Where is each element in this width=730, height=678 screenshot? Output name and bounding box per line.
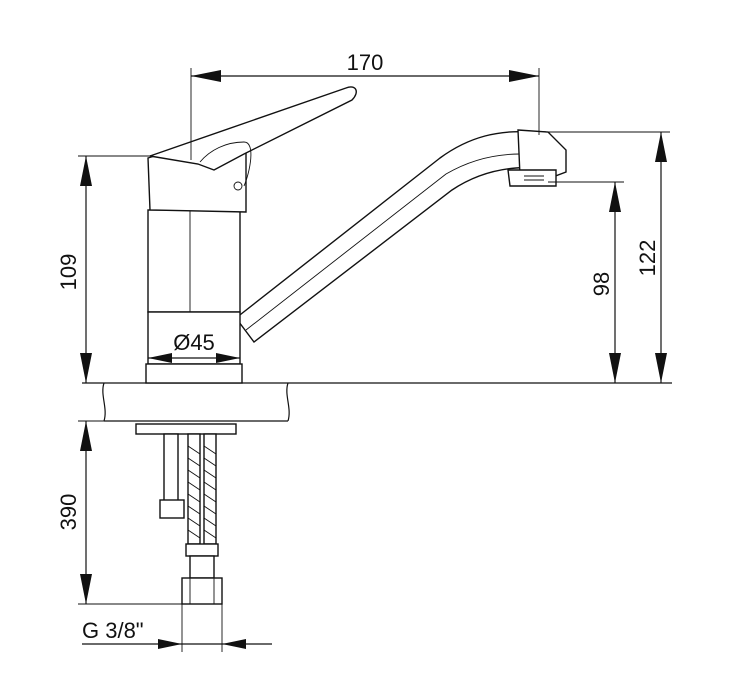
dimension-170: 170 xyxy=(190,50,540,160)
dimension-98: 98 xyxy=(548,181,624,383)
countertop xyxy=(82,382,672,422)
dim-label-thread: G 3/8" xyxy=(82,618,144,643)
dim-label-109: 109 xyxy=(56,254,81,291)
dimension-122: 122 xyxy=(548,131,670,383)
flexible-hoses xyxy=(181,433,223,605)
lever-handle xyxy=(147,86,357,213)
dimension-390: 390 xyxy=(56,420,182,605)
dim-label-390: 390 xyxy=(56,494,81,531)
dim-label-diameter: Ø45 xyxy=(173,330,215,355)
dimension-109: 109 xyxy=(56,155,150,383)
dimension-diameter-45: Ø45 xyxy=(148,330,240,363)
dimension-thread: G 3/8" xyxy=(82,604,272,652)
spout xyxy=(235,129,567,343)
mounting-hardware xyxy=(135,423,237,519)
dim-label-122: 122 xyxy=(635,240,660,277)
dim-label-98: 98 xyxy=(589,272,614,296)
dim-label-170: 170 xyxy=(347,50,384,75)
